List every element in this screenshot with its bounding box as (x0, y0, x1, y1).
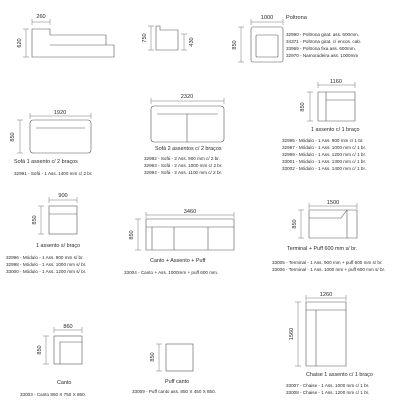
canto-puff-caption: Canto + Assento + Puff (150, 258, 206, 264)
canto-caption: Canto (57, 380, 71, 386)
terminal-spec: Terminal + Puff 600 mm s/ br. 33005 - Te… (272, 246, 385, 272)
poltrona-item-4: 32970 - Namoradeira ass. 1000mm (286, 53, 358, 58)
umbraco-item-1: 32995 - Módulo - 1 Ass. 900 mm c/ 1 br. (282, 138, 363, 143)
umbraco-item-5: 33002 - Módulo - 1 Ass. 1400 mm c/ 1 br. (282, 166, 366, 171)
dim-850-canto: 850 (37, 345, 43, 354)
side-elevation-drawing: 750 430 (142, 25, 195, 51)
dim-1920: 1920 (54, 110, 66, 116)
terminal-caption: Terminal + Puff 600 mm s/ br. (287, 246, 357, 252)
terminal-item-1: 33005 - Terminal - 1 Ass. 900 mm + puff … (272, 260, 383, 265)
puff-canto-drawing: 850 (150, 343, 194, 372)
sofa2-item-3: 32994 - Sofá - 2 Ass. 1100 mm c/ 2 br. (144, 170, 222, 175)
sembraco-item-2: 32998 - Módulo - 1 Ass. 1000 mm s/ br. (6, 262, 86, 267)
poltrona-title: Poltrona (286, 15, 308, 21)
sofa1-drawing: 1920 850 (10, 110, 92, 154)
dim-850-terminal: 850 (292, 219, 298, 228)
chaise-item-1: 33007 - Chaise - 1 Ass. 1000 mm c/ 1 br. (286, 383, 369, 388)
dim-1500: 1500 (327, 200, 339, 206)
puff-canto-spec: Puff canto 33009 - Puff canto ass. 850 X… (132, 379, 216, 394)
dim-850-poltrona: 850 (232, 40, 238, 49)
sofa2-item-1: 32992 - Sofá - 2 Ass. 900 mm c/ 2 br. (144, 156, 220, 161)
canto-puff-drawing: 3460 850 (129, 209, 235, 251)
sembraco-item-1: 32996 - Módulo - 1 Ass. 900 mm s/ br. (6, 255, 84, 260)
sofa2-item-2: 32993 - Sofá - 2 Ass. 1000 mm c/ 2 br. (144, 163, 222, 168)
canto-item-1: 33003 - Canto 860 X 750 X 860. (20, 392, 86, 397)
dim-2320: 2320 (181, 94, 193, 100)
dim-850-sembraco: 850 (32, 215, 38, 224)
dim-1560: 1560 (289, 328, 295, 340)
umbraco-caption: 1 assento c/ 1 braço (311, 127, 360, 133)
chaise-caption: Chaise 1 assento c/ 1 braço (306, 372, 373, 378)
sembraco-caption: 1 assento s/ braço (36, 243, 80, 249)
dim-860: 860 (63, 324, 72, 330)
canto-spec: Canto 33003 - Canto 860 X 750 X 860. (20, 380, 86, 397)
sembraco-drawing: 900 850 (32, 193, 78, 235)
poltrona-drawing: 1000 850 (232, 15, 284, 63)
umbraco-item-2: 32997 - Módulo - 1 Ass. 1000 mm c/ 1 br. (282, 145, 366, 150)
poltrona-item-2: 34371 - Poltrona girat. c/ encos. cab. (286, 39, 361, 44)
umbraco-spec: 1 assento c/ 1 braço 32995 - Módulo - 1 … (282, 127, 366, 171)
dim-3460: 3460 (184, 209, 196, 215)
sofa1-item-1: 32991 - Sofá - 1 Ass. 1400 mm c/ 2 br. (14, 171, 92, 176)
poltrona-item-3: 33969 - Poltrona fixa ass. 600mm. (286, 46, 356, 51)
umbraco-item-4: 33001 - Módulo - 1 Ass. 1300 mm c/ 1 br. (282, 159, 366, 164)
dim-430: 430 (189, 37, 195, 46)
chaise-drawing: 1260 1560 (289, 292, 347, 367)
dim-260: 260 (36, 14, 45, 20)
dim-1160: 1160 (330, 79, 342, 85)
sofa2-caption: Sofá 2 assentos c/ 2 braços (155, 146, 222, 152)
terminal-drawing: 1500 850 (292, 200, 358, 239)
dim-850-puff-canto: 850 (150, 352, 156, 361)
sembraco-spec: 1 assento s/ braço 32996 - Módulo - 1 As… (6, 243, 86, 274)
poltrona-spec: Poltrona 32990 - Poltrona girat. ass. 60… (286, 15, 361, 58)
dim-850-sofa1: 850 (10, 132, 16, 141)
sofa1-spec: Sofá 1 assento c/ 2 braços 32991 - Sofá … (14, 159, 92, 176)
chaise-item-2: 33008 - Chaise - 1 Ass. 1200 mm c/ 1 br. (286, 390, 369, 395)
terminal-item-2: 33006 - Terminal - 1 Ass. 1000 mm + puff… (272, 267, 385, 272)
canto-puff-spec: Canto + Assento + Puff 33004 - Canto + A… (124, 258, 218, 275)
dim-900: 900 (58, 193, 67, 199)
umbraco-drawing: 1160 850 (300, 79, 356, 122)
sofa1-caption: Sofá 1 assento c/ 2 braços (14, 159, 78, 165)
dim-850-umbraco: 850 (300, 102, 306, 111)
chaise-spec: Chaise 1 assento c/ 1 braço 33007 - Chai… (286, 372, 373, 395)
puff-canto-item-1: 33009 - Puff canto ass. 850 X 450 X 850. (132, 389, 216, 394)
dim-850-canto-puff: 850 (129, 230, 135, 239)
canto-drawing: 860 850 (37, 324, 83, 365)
canto-puff-item-1: 33004 - Canto + Ass. 1000mm + puff 600 m… (124, 270, 218, 275)
sofa2-spec: Sofá 2 assentos c/ 2 braços 32992 - Sofá… (144, 146, 222, 175)
poltrona-item-1: 32990 - Poltrona girat. ass. 600mm. (286, 32, 359, 37)
sembraco-item-3: 33000 - Módulo - 1 Ass. 1200 mm s/ br. (6, 269, 86, 274)
puff-canto-caption: Puff canto (165, 379, 189, 385)
dim-1000: 1000 (261, 15, 273, 21)
side-view-drawing: 260 620 (17, 14, 115, 58)
umbraco-item-3: 32999 - Módulo - 1 Ass. 1200 mm c/ 1 br. (282, 152, 366, 157)
dim-620: 620 (17, 38, 23, 47)
sofa2-drawing: 2320 (150, 94, 225, 143)
dim-750: 750 (142, 33, 148, 42)
dim-1260: 1260 (320, 292, 332, 298)
